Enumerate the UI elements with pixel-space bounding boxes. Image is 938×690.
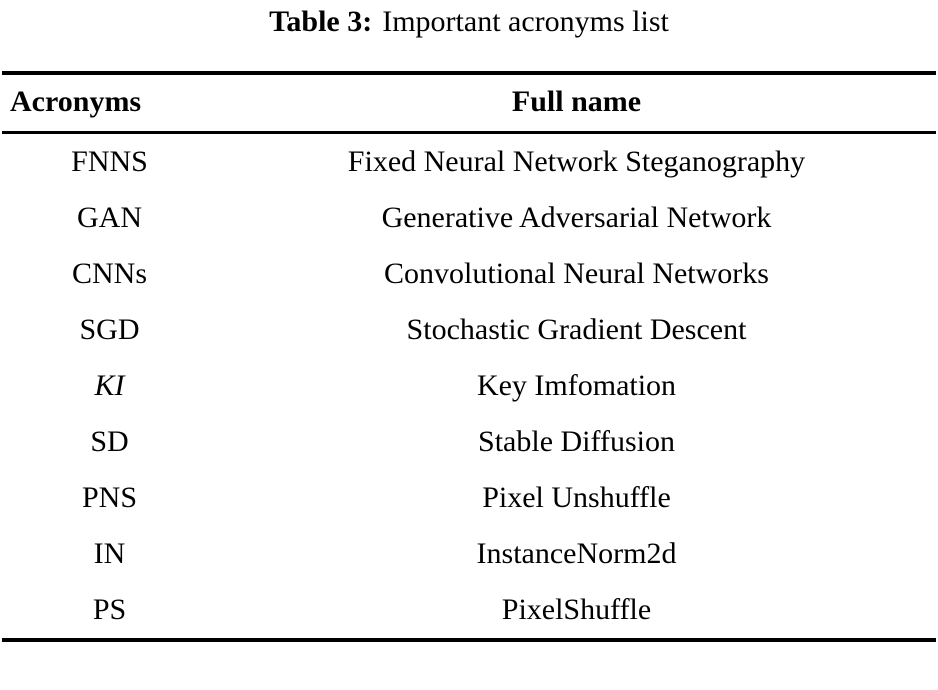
table-row: FNNS Fixed Neural Network Steganography: [2, 134, 936, 190]
caption-text: Important acronyms list: [382, 5, 669, 38]
cell-full-name: Convolutional Neural Networks: [384, 257, 769, 290]
cell-full-name: Stochastic Gradient Descent: [406, 313, 747, 346]
table-header-row: Acronyms Full name: [2, 75, 936, 131]
table-row: GAN Generative Adversarial Network: [2, 190, 936, 246]
cell-acronym: PNS: [81, 481, 138, 514]
cell-full-name: Generative Adversarial Network: [381, 201, 772, 234]
table-header: Acronyms Full name: [2, 75, 936, 131]
column-header-acronyms: Acronyms: [10, 85, 142, 118]
cell-acronym: SD: [90, 425, 129, 458]
table-row: CNNs Convolutional Neural Networks: [2, 246, 936, 302]
table-bottom-rule: [2, 638, 936, 642]
table-row: IN InstanceNorm2d: [2, 526, 936, 582]
table-row: PNS Pixel Unshuffle: [2, 470, 936, 526]
table-header-rule: [2, 131, 936, 134]
cell-acronym: CNNs: [71, 257, 147, 290]
table-row: PS PixelShuffle: [2, 582, 936, 638]
cell-full-name: InstanceNorm2d: [476, 537, 677, 570]
acronyms-table-container: Acronyms Full name FNNS Fixed Neural Net…: [2, 71, 936, 642]
cell-acronym: GAN: [77, 201, 142, 234]
cell-full-name: Fixed Neural Network Steganography: [347, 145, 806, 178]
cell-acronym: PS: [92, 593, 127, 626]
cell-acronym: FNNS: [71, 145, 148, 178]
caption-label: Table 3:: [269, 5, 373, 38]
cell-full-name: PixelShuffle: [501, 593, 652, 626]
table-caption: Table 3: Important acronyms list: [0, 2, 938, 42]
table-row: KI Key Imfomation: [2, 358, 936, 414]
cell-acronym: SGD: [79, 313, 140, 346]
cell-full-name: Key Imfomation: [476, 369, 677, 402]
table-row: SGD Stochastic Gradient Descent: [2, 302, 936, 358]
table-row: SD Stable Diffusion: [2, 414, 936, 470]
cell-acronym: IN: [93, 537, 126, 570]
table-body: FNNS Fixed Neural Network Steganography …: [2, 134, 936, 638]
column-header-full-name: Full name: [511, 85, 642, 118]
cell-full-name: Stable Diffusion: [478, 425, 675, 458]
cell-acronym: KI: [94, 369, 125, 402]
acronyms-table: Acronyms Full name: [2, 75, 936, 131]
table-top-rule: [2, 71, 936, 75]
cell-full-name: Pixel Unshuffle: [482, 481, 671, 514]
acronyms-table-body: FNNS Fixed Neural Network Steganography …: [2, 134, 936, 638]
